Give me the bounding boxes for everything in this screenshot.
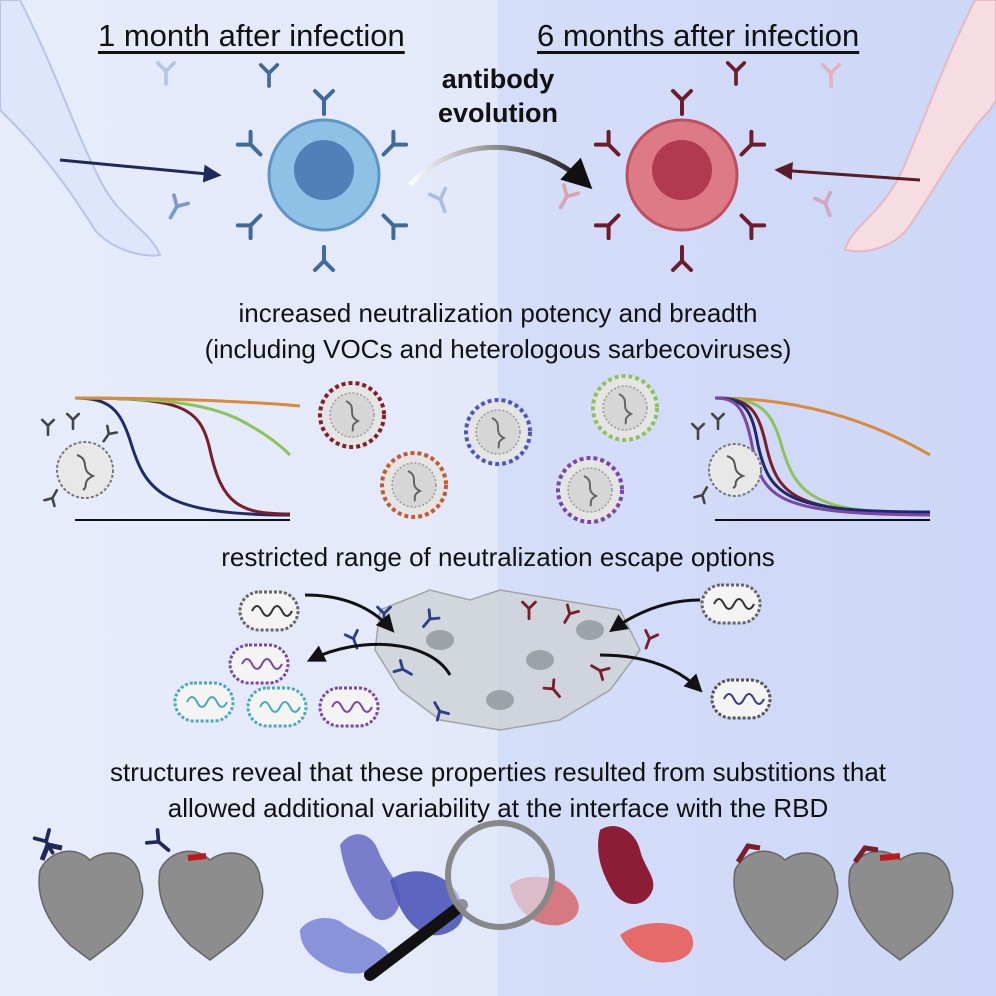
antibody-evolution-label: antibody evolution	[408, 62, 588, 130]
neutralization-chart-left	[40, 396, 301, 521]
virus-green	[591, 374, 659, 442]
curve-navy-right	[714, 396, 931, 514]
magnifying-glass-icon	[364, 820, 555, 981]
neutralization-chart-right	[690, 396, 931, 521]
label-line-antibody: antibody	[441, 64, 555, 94]
virus-darkred	[318, 381, 386, 449]
infected-cells-cluster	[343, 589, 660, 731]
curve-navy	[74, 396, 291, 517]
virion-with-antibodies	[40, 412, 119, 508]
arm-to-bcell-arrow	[59, 158, 222, 183]
pseudoviruses-right	[700, 583, 772, 720]
heading-1-month: 1 month after infection	[98, 18, 405, 53]
pseudoviruses-left	[173, 590, 380, 728]
heading-6-months: 6 months after infection	[537, 18, 860, 53]
caption-potency-line2: (including VOCs and heterologous sarbeco…	[204, 334, 792, 364]
label-line-evolution: evolution	[438, 98, 558, 128]
evolution-arrow	[408, 144, 593, 190]
virus-variants	[318, 374, 659, 524]
right-arm-illustration	[843, 0, 996, 253]
bcell-1-month	[238, 89, 406, 272]
spike-structures-left	[32, 827, 264, 961]
virus-orange	[380, 451, 448, 519]
caption-structures-line1: structures reveal that these properties …	[109, 757, 887, 787]
caption-escape: restricted range of neutralization escap…	[221, 542, 775, 572]
curve-orange-right	[714, 396, 931, 457]
curve-orange	[74, 396, 301, 408]
virus-purple	[556, 456, 624, 524]
arm-to-bcell-arrow-right	[774, 162, 921, 182]
spike-structures-right	[733, 843, 954, 961]
escape-arrows	[304, 593, 703, 693]
virion-with-antibodies-right	[690, 412, 762, 505]
left-arm-illustration	[0, 0, 162, 257]
virus-blue	[464, 398, 532, 466]
bcell-6-months	[596, 89, 764, 272]
caption-potency-line1: increased neutralization potency and bre…	[238, 298, 758, 328]
caption-structures-line2: allowed additional variability at the in…	[167, 793, 829, 823]
